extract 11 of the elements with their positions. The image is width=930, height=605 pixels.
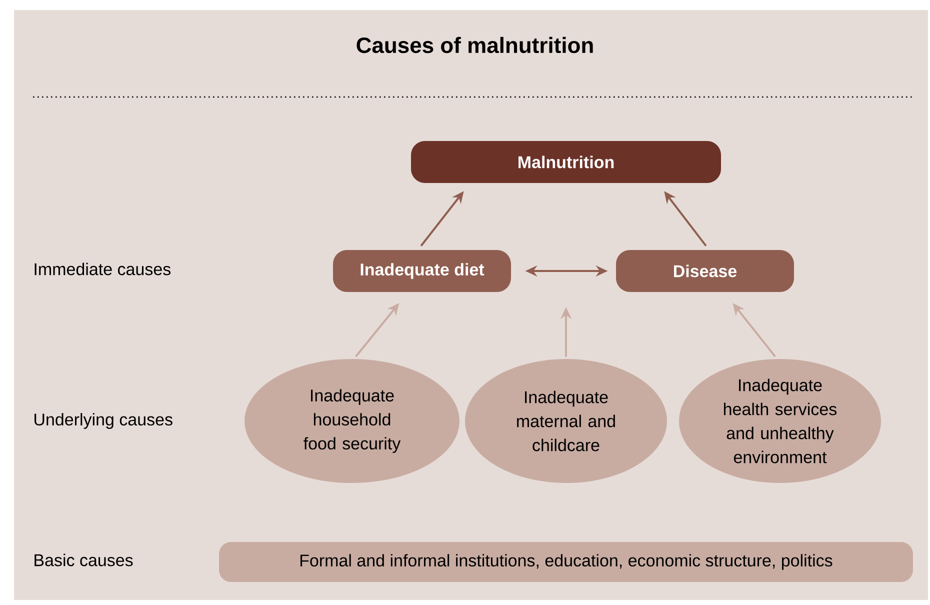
rounded-box: Inadequate diet	[333, 250, 511, 292]
row-label: Basic causes	[34, 554, 133, 566]
rounded-band: Formal and informal institutions, education, economic structure, politics	[219, 542, 913, 582]
ellipse-node: Inadequate maternal and childcare	[465, 359, 667, 483]
rounded-box: Malnutrition	[411, 141, 721, 183]
row-label: Immediate causes	[34, 262, 171, 276]
ellipse-node: Inadequate household food security	[244, 359, 460, 483]
title: Causes of malnutrition	[356, 36, 593, 54]
row-label: Underlying causes	[34, 413, 172, 429]
ellipse-node: Inadequate health services and unhealthy environment	[679, 359, 881, 483]
rounded-box: Disease	[616, 250, 794, 292]
